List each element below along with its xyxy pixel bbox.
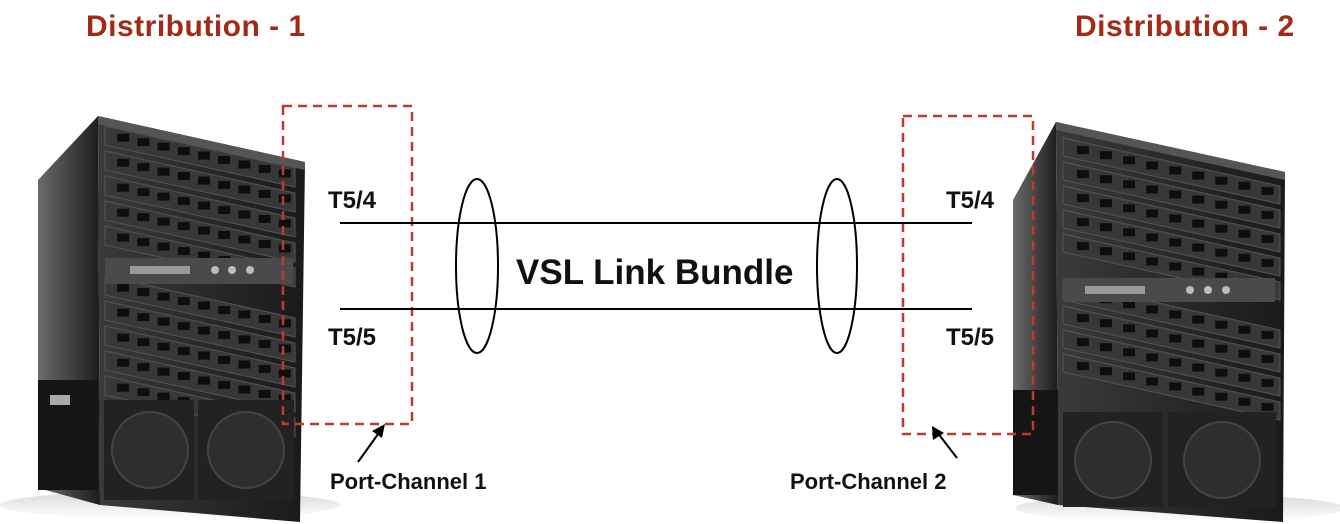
- device-title-right: Distribution - 2: [1075, 10, 1295, 43]
- port-channel-box-left: [281, 104, 414, 426]
- port-label-right-top: T5/4: [946, 187, 995, 214]
- arrow-port-channel-2-icon: [932, 426, 958, 459]
- switch-chassis-right-icon: [1013, 122, 1340, 522]
- port-label-left-top: T5/4: [328, 187, 377, 214]
- device-title-left: Distribution - 1: [86, 10, 306, 43]
- port-channel-label-right: Port-Channel 2: [790, 469, 947, 494]
- port-label-right-bottom: T5/5: [946, 324, 995, 351]
- port-label-left-bottom: T5/5: [328, 324, 377, 351]
- arrow-port-channel-1-icon: [357, 424, 385, 463]
- port-channel-label-left: Port-Channel 1: [330, 469, 487, 494]
- vsl-link-bundle-label: VSL Link Bundle: [516, 253, 794, 292]
- bundle-ellipse-left-icon: [455, 178, 499, 354]
- line-card-slots-left: [104, 125, 296, 438]
- port-channel-box-right: [901, 114, 1035, 436]
- switch-chassis-left-icon: [0, 116, 340, 522]
- bundle-ellipse-right-icon: [816, 178, 858, 354]
